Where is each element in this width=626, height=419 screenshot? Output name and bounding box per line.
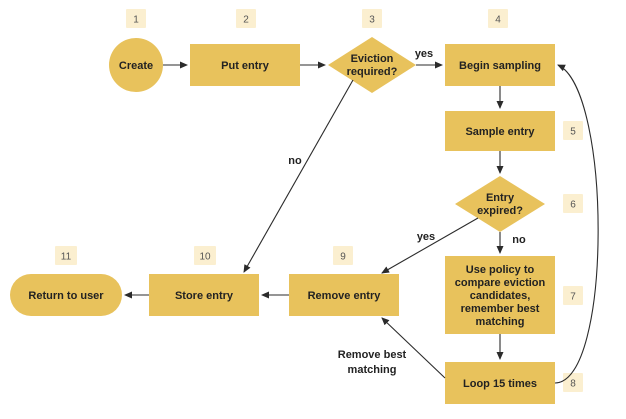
- svg-text:10: 10: [199, 252, 211, 263]
- svg-text:expired?: expired?: [477, 205, 523, 217]
- step-badge-7: 7: [563, 286, 583, 305]
- node-loop: Loop 15 times: [445, 362, 555, 404]
- svg-text:9: 9: [340, 252, 346, 263]
- svg-text:Entry: Entry: [486, 192, 515, 204]
- step-badge-1: 1: [126, 9, 146, 28]
- step-badge-5: 5: [563, 121, 583, 140]
- svg-text:required?: required?: [347, 66, 398, 78]
- edge-loop-to-remove: [381, 317, 446, 379]
- svg-text:Loop 15 times: Loop 15 times: [463, 378, 537, 390]
- svg-text:5: 5: [570, 127, 576, 138]
- svg-text:Put entry: Put entry: [221, 60, 270, 72]
- edge-expired-yes: [381, 217, 479, 274]
- svg-text:4: 4: [495, 15, 501, 26]
- svg-text:matching: matching: [476, 316, 525, 328]
- node-return-to-user: Return to user: [10, 274, 122, 316]
- label-remove-best: Remove best: [338, 349, 407, 361]
- label-expired-no: no: [512, 234, 526, 246]
- svg-text:8: 8: [570, 379, 576, 390]
- svg-text:6: 6: [570, 200, 576, 211]
- node-remove-entry: Remove entry: [289, 274, 399, 316]
- svg-text:Create: Create: [119, 60, 153, 72]
- svg-text:2: 2: [243, 15, 249, 26]
- label-eviction-no: no: [288, 155, 302, 167]
- step-badge-2: 2: [236, 9, 256, 28]
- step-badge-10: 10: [194, 246, 216, 265]
- svg-text:Remove entry: Remove entry: [308, 290, 382, 302]
- svg-text:11: 11: [61, 252, 72, 263]
- label-expired-yes: yes: [417, 231, 435, 243]
- node-store-entry: Store entry: [149, 274, 259, 316]
- svg-text:compare eviction: compare eviction: [455, 277, 546, 289]
- step-badge-8: 8: [563, 373, 583, 392]
- svg-text:Use policy to: Use policy to: [466, 264, 535, 276]
- node-create: Create: [109, 38, 163, 92]
- step-badge-11: 11: [55, 246, 77, 265]
- edge-loop-back: [554, 64, 599, 384]
- svg-text:Begin sampling: Begin sampling: [459, 60, 541, 72]
- svg-text:Store entry: Store entry: [175, 290, 234, 302]
- step-badge-3: 3: [362, 9, 382, 28]
- node-begin-sampling: Begin sampling: [445, 44, 555, 86]
- svg-text:7: 7: [570, 292, 576, 303]
- step-badge-6: 6: [563, 194, 583, 213]
- svg-text:remember best: remember best: [461, 303, 540, 315]
- label-eviction-yes: yes: [415, 48, 433, 60]
- svg-text:candidates,: candidates,: [470, 290, 531, 302]
- svg-text:Return to user: Return to user: [28, 290, 104, 302]
- node-put-entry: Put entry: [190, 44, 300, 86]
- svg-text:Eviction: Eviction: [351, 53, 394, 65]
- svg-text:3: 3: [369, 15, 375, 26]
- step-badge-4: 4: [488, 9, 508, 28]
- step-badge-9: 9: [333, 246, 353, 265]
- edge-eviction-no: [243, 79, 354, 273]
- svg-text:Sample entry: Sample entry: [465, 126, 535, 138]
- label-remove-best-2: matching: [348, 364, 397, 376]
- node-eviction-required: Eviction required?: [328, 37, 416, 93]
- svg-text:1: 1: [133, 15, 139, 26]
- node-use-policy: Use policy to compare eviction candidate…: [445, 256, 555, 334]
- node-sample-entry: Sample entry: [445, 111, 555, 151]
